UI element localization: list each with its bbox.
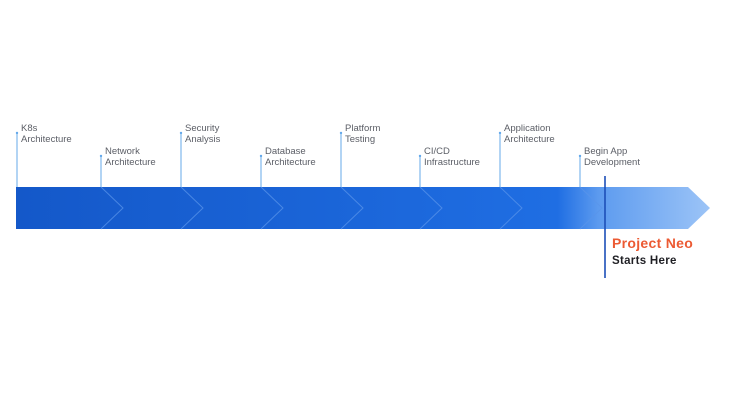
chevron-separators: [100, 186, 603, 230]
chevron-separator: [340, 186, 364, 230]
milestone-label-line2: Development: [584, 156, 640, 168]
milestone-marker-dot: [578, 154, 582, 158]
milestone-label-line1: Begin App: [584, 146, 628, 157]
milestone-label-line2: Architecture: [265, 156, 316, 168]
milestone-label-line1: Security: [185, 123, 220, 134]
chevron-separator: [579, 186, 603, 230]
milestone-label-line1: CI/CD: [424, 146, 450, 157]
milestone-marker-dot: [15, 131, 19, 135]
chevron-separator: [419, 186, 443, 230]
chevron-separator: [180, 186, 204, 230]
milestone-label-line1: Network: [105, 146, 140, 157]
chevron-separator: [260, 186, 284, 230]
milestone-marker-dot: [418, 154, 422, 158]
callout-subtitle: Starts Here: [612, 255, 677, 267]
milestone-marker-dot: [259, 154, 263, 158]
milestone-label-line2: Analysis: [185, 133, 221, 145]
milestone-label-line1: Platform: [345, 123, 381, 134]
milestone-marker-dot: [99, 154, 103, 158]
milestone-label-line2: Architecture: [504, 133, 555, 145]
chevron-separator: [100, 186, 124, 230]
chevron-separator: [499, 186, 523, 230]
milestone-marker-dot: [498, 131, 502, 135]
callout-title: Project Neo: [612, 235, 694, 251]
milestone-label-line1: K8s: [21, 123, 38, 134]
milestone-label-line2: Infrastructure: [424, 156, 480, 168]
milestone-label-line2: Architecture: [105, 156, 156, 168]
milestone-label-line2: Architecture: [21, 133, 72, 145]
milestone-marker-dot: [179, 131, 183, 135]
milestone-label-line2: Testing: [345, 133, 376, 145]
milestone-label-line1: Database: [265, 146, 306, 157]
milestone-marker-dot: [339, 131, 343, 135]
milestone-label-line1: Application: [504, 123, 551, 134]
milestone-markers: [15, 131, 582, 187]
